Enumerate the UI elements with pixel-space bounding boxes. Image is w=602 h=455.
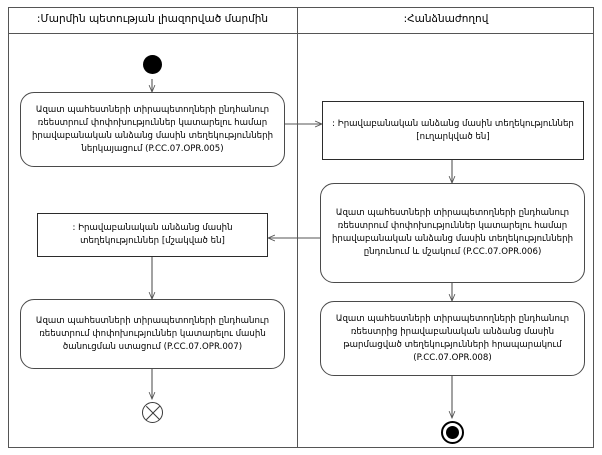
initial-node[interactable] [143,55,162,74]
action-node-opr-005-label: Ազատ պահեստների տիրապետողների ընդհանուր … [31,104,274,154]
swimlane-header-authorized-body: :Մարմին պետության լիազորված մարմին [36,13,269,25]
activity-final-node[interactable] [441,421,464,444]
object-node-info-sent-label: : Իրավաբանական անձանց մասին տեղեկություն… [332,118,574,142]
object-node-info-processed-label: : Իրավաբանական անձանց մասին տեղեկություն… [72,223,233,246]
swimlane-header-commission: :Հանձնաժողով [403,13,489,25]
action-node-opr-008[interactable]: Ազատ պահեստների տիրապետողների ընդհանուր … [320,301,585,376]
action-node-opr-006[interactable]: Ազատ պահեստների տիրապետողների ընդհանուր … [320,183,585,283]
action-node-opr-006-label: Ազատ պահեստների տիրապետողների ընդհանուր … [331,208,574,257]
object-node-info-sent[interactable]: : Իրավաբանական անձանց մասին տեղեկություն… [322,101,584,160]
swimlane-vertical-divider [297,7,298,448]
action-node-opr-007[interactable]: Ազատ պահեստների տիրապետողների ընդհանուր … [20,299,285,369]
swimlane-header-divider [8,33,594,34]
action-node-opr-007-label: Ազատ պահեստների տիրապետողների ընդհանուր … [35,315,270,352]
flow-final-node[interactable] [142,402,163,423]
action-node-opr-008-label: Ազատ պահեստների տիրապետողների ընդհանուր … [335,313,570,363]
action-node-opr-005[interactable]: Ազատ պահեստների տիրապետողների ընդհանուր … [20,92,285,167]
object-node-info-processed[interactable]: : Իրավաբանական անձանց մասին տեղեկություն… [37,213,268,257]
